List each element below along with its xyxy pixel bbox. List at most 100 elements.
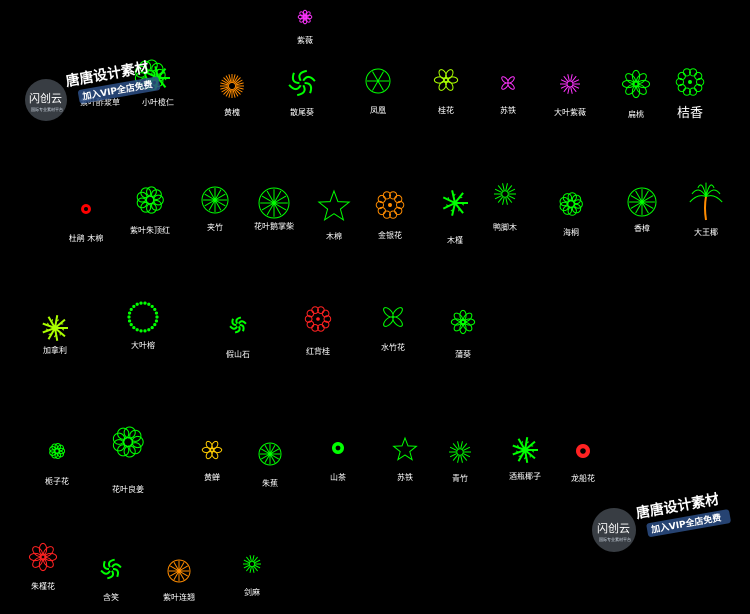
ring-dot	[139, 301, 143, 305]
ray-mark	[252, 555, 255, 562]
ray-mark	[235, 87, 243, 93]
frond-mark	[47, 316, 56, 329]
spoke-mark	[635, 190, 643, 203]
plant-symbol-31	[201, 440, 223, 460]
frond-leaflet	[521, 441, 524, 445]
blade-mark	[231, 318, 237, 326]
ray-mark	[571, 75, 577, 82]
scallop-mark	[396, 200, 405, 210]
plant-label-39: 含笑	[103, 592, 119, 602]
leaf-mark	[392, 316, 403, 327]
plant-label-6: 凤凰	[370, 106, 386, 115]
petal-mark	[438, 69, 447, 80]
ray-mark	[563, 86, 569, 93]
scallop-mark	[394, 194, 403, 204]
scallop-mark	[694, 71, 703, 81]
ray-mark	[460, 455, 463, 463]
center-ring	[566, 80, 574, 88]
logo-text: 闪创云	[597, 521, 630, 535]
plant-symbol-29	[49, 442, 66, 460]
frond-leaflet	[518, 455, 522, 457]
cluster-mark	[129, 429, 142, 442]
ray-mark	[233, 75, 239, 83]
dot-center	[580, 448, 586, 454]
plant-label-4: 黄槐	[224, 107, 240, 117]
frond-mark	[517, 449, 526, 462]
blade-mark	[107, 558, 115, 568]
spoke-mark	[260, 453, 271, 460]
spoke-mark	[372, 80, 379, 91]
frond-leaflet	[517, 444, 520, 448]
petal-mark	[625, 84, 636, 95]
spoke-mark	[377, 71, 384, 82]
ray-mark	[223, 77, 230, 84]
outline-ring	[258, 187, 290, 219]
ring-dot	[154, 319, 159, 323]
ray-mark	[463, 453, 471, 458]
petal-mark	[464, 318, 476, 326]
leaf-mark	[383, 307, 394, 318]
dot-center	[335, 445, 341, 451]
cluster-mark	[140, 187, 152, 199]
spoke-mark	[208, 199, 216, 211]
ring-dot	[135, 328, 139, 332]
outline-ring	[258, 442, 282, 466]
ring-dot	[155, 315, 159, 319]
petal-mark	[304, 16, 311, 23]
frond-mark	[691, 189, 707, 197]
plant-symbol-39	[100, 558, 122, 580]
spoke-mark	[273, 195, 287, 204]
ray-mark	[228, 89, 232, 98]
ray-mark	[220, 86, 229, 90]
plant-label-32: 朱蕉	[262, 478, 278, 488]
logo-subtext: 国际专业素材平台	[31, 106, 63, 112]
plant-symbol-25	[229, 316, 247, 334]
center-ring	[145, 195, 155, 205]
plant-label-3: 小叶榄仁	[142, 97, 174, 107]
scallop-mark	[304, 315, 313, 323]
petal-mark	[38, 558, 48, 572]
petal-mark	[43, 546, 54, 557]
ray-mark	[253, 556, 259, 562]
frond-leaflet	[45, 328, 50, 331]
scallop-mark	[323, 315, 332, 323]
frond-leaflet	[55, 319, 60, 323]
scallop-mark	[382, 191, 392, 200]
logo-disc	[592, 508, 636, 552]
plant-symbol-layer: 紫薇紫叶酢浆草小叶榄仁黄槐散尾葵凤凰桂花苏铁大叶紫薇扁桃桔香杜鹃 木棉紫叶朱顶红…	[28, 9, 723, 602]
spoke-mark	[260, 448, 271, 455]
frond-leaflet	[163, 77, 167, 81]
center-ring	[566, 199, 576, 209]
petal-mark	[299, 11, 306, 18]
plant-symbol-38	[28, 542, 58, 572]
plant-label-2: 紫叶酢浆草	[80, 97, 120, 107]
plant-symbol-22	[689, 182, 723, 221]
cluster-mark	[562, 193, 573, 203]
spoke-mark	[204, 193, 216, 201]
leaf-mark	[507, 76, 515, 84]
plant-symbol-9	[560, 74, 580, 94]
ray-mark	[570, 87, 573, 94]
plant-symbol-37	[576, 444, 590, 458]
ring-dot	[132, 304, 136, 309]
blade-mark	[234, 325, 241, 334]
scallop-mark	[311, 306, 319, 314]
cluster-mark	[146, 202, 157, 214]
spoke-mark	[273, 202, 282, 216]
logo-text: 闪创云	[29, 91, 62, 105]
frond-leaflet	[515, 450, 520, 453]
petal-mark	[462, 321, 473, 332]
blade-mark	[302, 75, 316, 82]
plant-symbol-35	[449, 441, 471, 463]
spoke-mark	[269, 453, 276, 464]
plant-label-23: 加拿利	[43, 345, 67, 355]
ray-mark	[449, 446, 457, 451]
plant-symbol-30	[112, 426, 144, 458]
cluster-mark	[139, 60, 152, 73]
petal-mark	[433, 76, 445, 84]
cluster-mark	[152, 194, 164, 206]
petal-mark	[459, 323, 467, 335]
ray-mark	[254, 564, 261, 569]
ray-mark	[563, 75, 569, 82]
ray-mark	[571, 86, 577, 93]
